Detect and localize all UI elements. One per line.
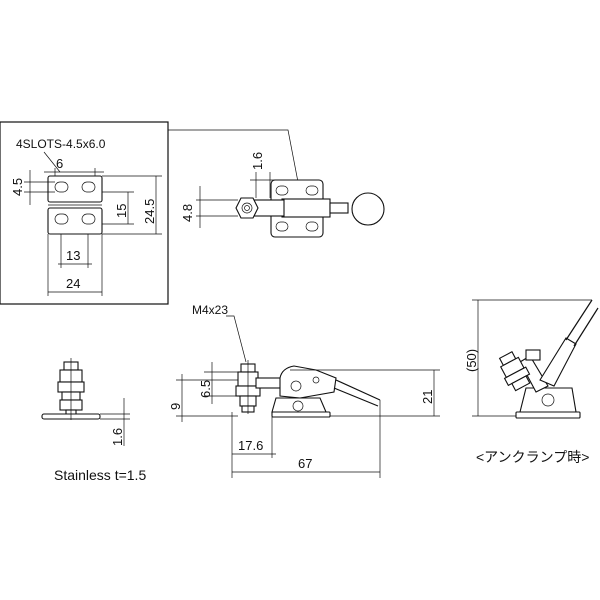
dim-21: 21 xyxy=(420,390,435,404)
dim-15: 15 xyxy=(114,204,129,218)
dim-6: 6 xyxy=(56,156,63,171)
bolt-leader xyxy=(226,315,247,363)
dim-50: (50) xyxy=(464,349,479,372)
dim-1-6-side: 1.6 xyxy=(110,428,125,446)
dim-6-5: 6.5 xyxy=(198,380,213,398)
unclamp-label: <アンクランプ時> xyxy=(476,449,589,465)
dim-1-6-top: 1.6 xyxy=(250,152,265,170)
dim-24-5: 24.5 xyxy=(142,199,157,224)
detail-leader xyxy=(168,129,299,183)
dim-13: 13 xyxy=(66,248,80,263)
slots-label: 4SLOTS-4.5x6.0 xyxy=(16,137,106,151)
front-view: 1.6 Stainless t=1.5 xyxy=(41,358,146,483)
dim-4-5: 4.5 xyxy=(10,178,25,196)
material-label: Stainless t=1.5 xyxy=(54,467,146,483)
dim-24: 24 xyxy=(66,276,80,291)
side-view: M4x23 9 6.5 17.6 xyxy=(168,303,440,478)
dim-9: 9 xyxy=(168,403,183,410)
dim-17-6: 17.6 xyxy=(238,438,263,453)
top-view: 1.6 4.8 xyxy=(180,152,385,238)
dim-4-8: 4.8 xyxy=(180,204,195,222)
dim-67: 67 xyxy=(298,456,312,471)
unclamped-view: (50) <アンクランプ時> xyxy=(464,299,599,465)
base-plate-detail: 4SLOTS-4.5x6.0 6 4.5 15 24.5 xyxy=(0,121,169,305)
bolt-label: M4x23 xyxy=(192,303,228,317)
